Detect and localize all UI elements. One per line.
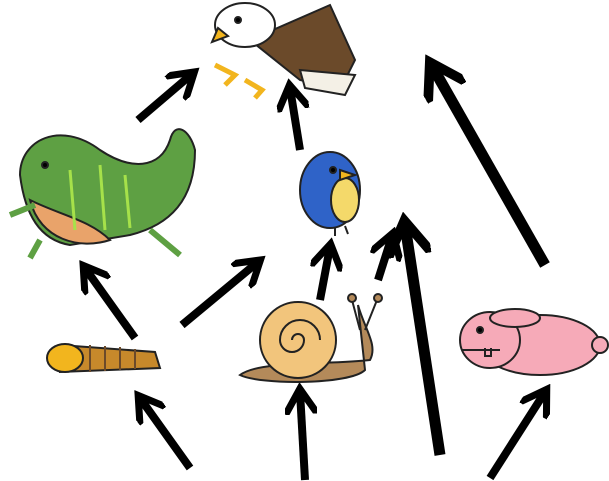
arrows xyxy=(85,66,550,481)
arrow-edge xyxy=(290,88,300,151)
eagle-icon xyxy=(210,2,357,100)
iguana-icon xyxy=(8,128,197,260)
rabbit-icon xyxy=(459,308,609,376)
arrow-edge xyxy=(135,74,192,124)
arrow-edge xyxy=(432,66,550,268)
arrow-edge xyxy=(320,247,330,301)
caterpillar-icon xyxy=(46,343,162,374)
arrow-edge xyxy=(179,262,258,329)
arrow-edge xyxy=(300,392,305,481)
arrow-edge xyxy=(378,236,392,282)
bluebird-icon xyxy=(299,151,361,236)
arrow-edge xyxy=(486,392,545,481)
arrow-edge xyxy=(140,398,194,471)
arrow-edge xyxy=(85,268,139,341)
arrow-edge xyxy=(405,225,446,456)
snail-icon xyxy=(238,293,383,383)
